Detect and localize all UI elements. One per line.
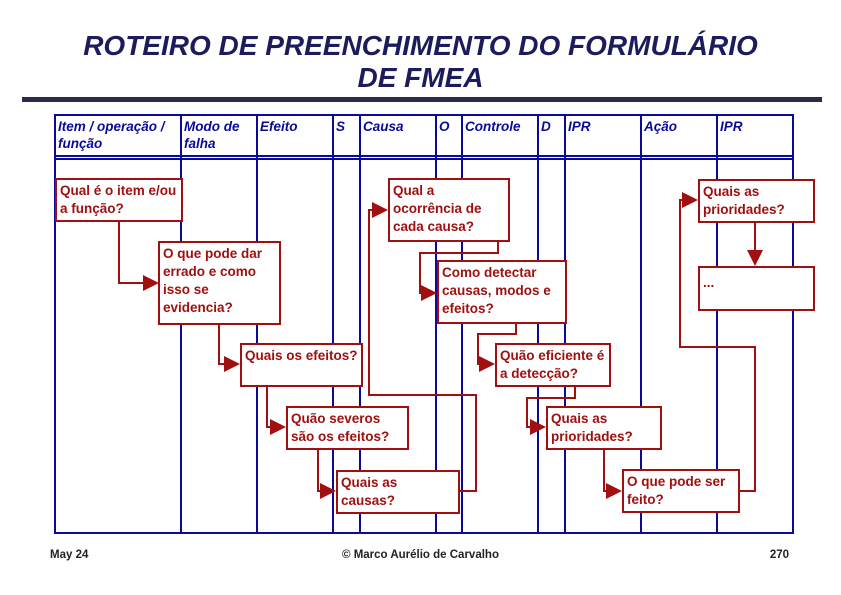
column-header-acao: Ação — [644, 119, 678, 134]
footer-date: May 24 — [50, 549, 89, 561]
step-prioridades-final: Quais as prioridades? — [698, 179, 815, 223]
step-controle: Como detectar causas, modos e efeitos? — [437, 260, 567, 324]
arrow-5-6 — [368, 202, 477, 492]
column-header-efeito: Efeito — [260, 119, 298, 134]
arrow-2-3 — [218, 324, 240, 372]
column-header-item: Item / operação / função — [58, 119, 165, 151]
column-header-ipr-final: IPR — [720, 119, 743, 134]
step-ocorrencia: Qual a ocorrência de cada causa? — [388, 178, 510, 242]
title-line-2: DE FMEA — [357, 62, 484, 93]
step-modo-falha: O que pode dar errado e como isso se evi… — [158, 241, 281, 325]
arrow-8-9 — [526, 386, 576, 435]
step-efeitos: Quais os efeitos? — [240, 343, 363, 387]
step-severidade: Quão severos são os efeitos? — [286, 406, 409, 450]
column-header-d: D — [541, 119, 551, 134]
arrow-4-5 — [317, 449, 336, 499]
arrow-9-10 — [603, 449, 622, 499]
arrow-3-4 — [266, 386, 286, 435]
column-header-s: S — [336, 119, 346, 134]
column-header-o: O — [439, 119, 450, 134]
step-item: Qual é o item e/ou a função? — [55, 178, 183, 222]
arrow-7-8 — [477, 323, 517, 372]
footer-author: © Marco Aurélio de Carvalho — [342, 549, 499, 561]
arrow-10-11 — [679, 192, 756, 492]
column-header-causa: Causa — [363, 119, 404, 134]
step-causas: Quais as causas? — [336, 470, 460, 514]
arrow-6-7 — [419, 241, 499, 301]
step-acao: O que pode ser feito? — [622, 469, 740, 513]
column-header-modo-falha: Modo de falha — [184, 119, 240, 151]
step-deteccao: Quão eficiente é a detecção? — [495, 343, 611, 387]
arrow-1-2 — [118, 221, 159, 291]
step-prioridades: Quais as prioridades? — [546, 406, 662, 450]
footer-page-number: 270 — [769, 549, 789, 561]
column-header-controle: Controle — [465, 119, 521, 134]
column-header-ipr: IPR — [568, 119, 591, 134]
title-line-1: ROTEIRO DE PREENCHIMENTO DO FORMULÁRIO — [83, 30, 758, 61]
title-divider — [22, 97, 822, 102]
step-ellipsis: ... — [698, 266, 815, 311]
